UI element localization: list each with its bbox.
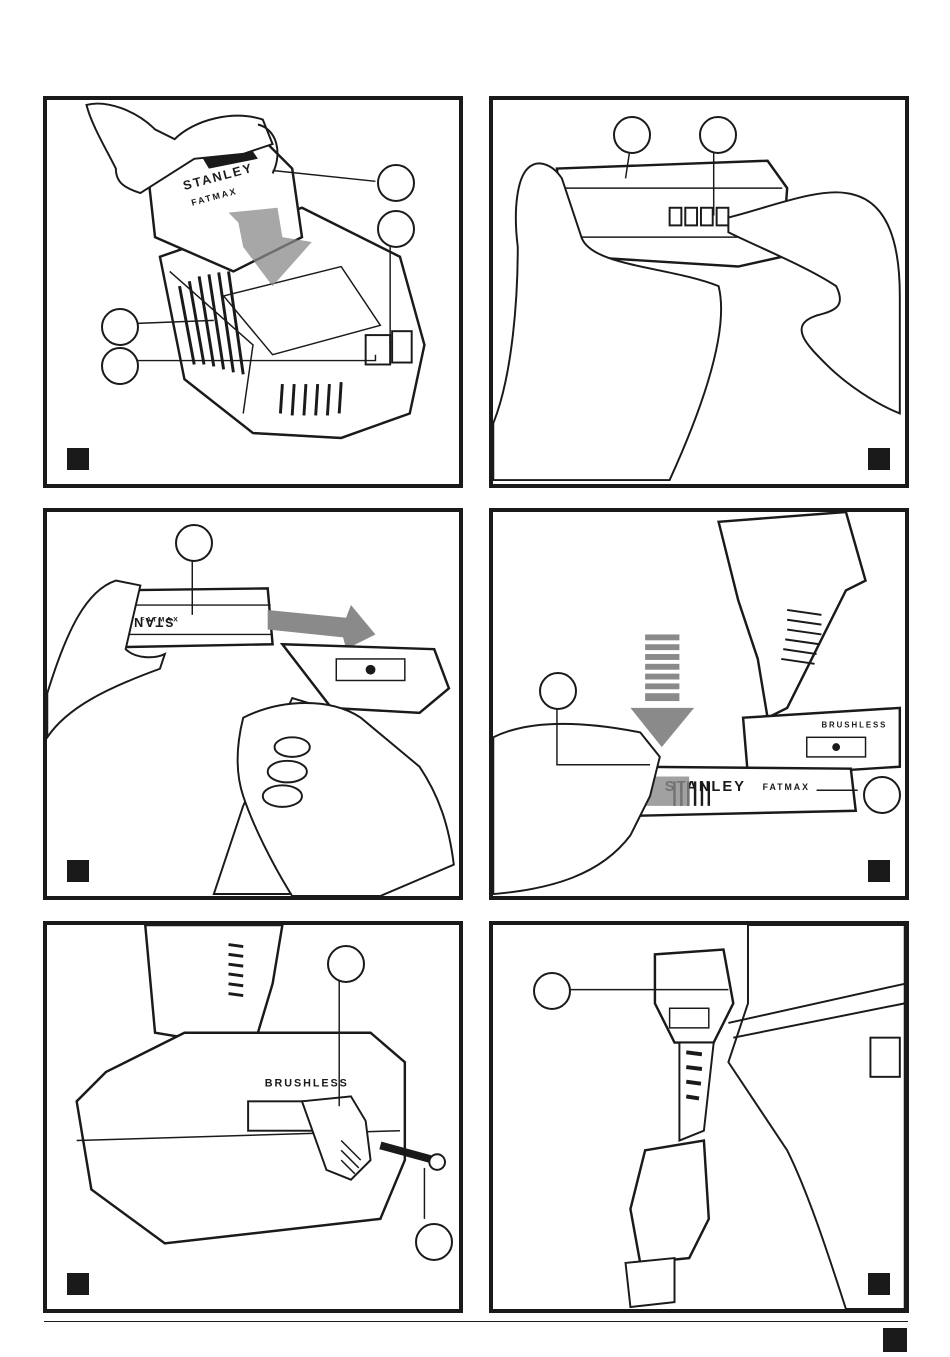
callout-circle [175, 524, 213, 562]
figure-marker [868, 448, 890, 470]
figure-marker [67, 448, 89, 470]
figure-marker [868, 1273, 890, 1295]
tool-label-text: BRUSHLESS [821, 721, 887, 730]
battery-gauge-illustration [493, 100, 905, 484]
callout-circle [327, 945, 365, 983]
battery-subbrand-text: FATMAX [140, 617, 179, 624]
figure-marker [868, 860, 890, 882]
callout-circle [863, 776, 901, 814]
figure-panel-e: BRUSHLESS [43, 921, 463, 1313]
footer-rule [44, 1321, 908, 1322]
callout-circle [415, 1223, 453, 1261]
figure-marker [67, 860, 89, 882]
callout-circle [613, 116, 651, 154]
figure-marker [67, 1273, 89, 1295]
belt-hook-mounting-illustration: BRUSHLESS [47, 925, 459, 1309]
figure-panel-f [489, 921, 909, 1313]
page-marker [883, 1328, 907, 1352]
figure-panel-d: BRUSHLESS STANLEY FATMAX [489, 508, 909, 900]
callout-circle [101, 347, 139, 385]
callout-circle [101, 308, 139, 346]
figure-panel-b [489, 96, 909, 488]
callout-circle [699, 116, 737, 154]
tool-label-text: BRUSHLESS [265, 1078, 349, 1090]
callout-circle [533, 972, 571, 1010]
figure-panel-a: STANLEY FATMAX [43, 96, 463, 488]
charger-battery-illustration: STANLEY FATMAX [47, 100, 459, 484]
battery-subbrand-text: FATMAX [763, 782, 810, 792]
callout-circle [377, 210, 415, 248]
callout-circle [539, 672, 577, 710]
callout-circle [377, 164, 415, 202]
battery-insert-illustration: STANLEY FATMAX [47, 512, 459, 896]
figure-panel-c: STANLEY FATMAX [43, 508, 463, 900]
